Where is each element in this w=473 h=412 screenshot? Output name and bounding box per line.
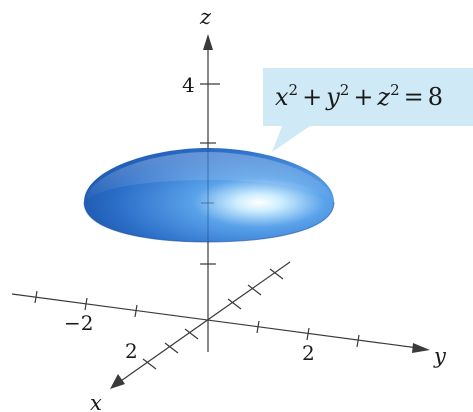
x-tick bbox=[227, 298, 242, 310]
x-tick bbox=[247, 284, 262, 296]
eq-x: x bbox=[275, 83, 289, 111]
x-tick bbox=[184, 328, 199, 340]
y-tick-label-neg2: −2 bbox=[64, 311, 93, 335]
axis-arrowheads bbox=[110, 34, 430, 389]
sphere-cap-surface bbox=[83, 148, 335, 243]
eq-plus-1: + bbox=[302, 83, 322, 111]
x-tick-label-2: 2 bbox=[125, 339, 138, 363]
y-tick bbox=[134, 304, 138, 318]
y-axis-label: y bbox=[433, 344, 447, 368]
eq-rhs: 8 bbox=[428, 83, 443, 111]
tick-marks bbox=[34, 83, 360, 370]
x-tick bbox=[269, 268, 284, 280]
eq-z: z bbox=[376, 83, 390, 111]
y-axis bbox=[11, 293, 419, 349]
eq-exp-z: 2 bbox=[390, 81, 400, 99]
eq-plus-2: + bbox=[353, 83, 373, 111]
y-arrowhead bbox=[412, 343, 430, 353]
eq-exp-y: 2 bbox=[340, 81, 350, 99]
cap-rim-highlight bbox=[86, 152, 332, 202]
x-arrowhead bbox=[110, 374, 125, 389]
eq-equals: = bbox=[404, 83, 424, 111]
y-tick-label-2: 2 bbox=[302, 341, 315, 365]
y-tick bbox=[256, 320, 260, 334]
y-tick-neg2 bbox=[84, 297, 88, 311]
equation-text: x2+y2+z2=8 bbox=[275, 81, 443, 111]
eq-exp-x: 2 bbox=[289, 81, 299, 99]
z-axis-label: z bbox=[199, 5, 212, 29]
z-tick-label-4: 4 bbox=[182, 73, 195, 97]
y-tick-2 bbox=[306, 327, 310, 341]
callout-box bbox=[263, 68, 473, 152]
x-axis bbox=[117, 261, 291, 384]
x-tick bbox=[142, 358, 157, 370]
x-axis-label: x bbox=[90, 391, 102, 412]
y-tick bbox=[34, 290, 38, 304]
x-tick-2 bbox=[164, 342, 179, 354]
eq-y: y bbox=[325, 83, 340, 111]
y-tick bbox=[356, 334, 360, 348]
z-arrowhead bbox=[203, 34, 213, 50]
equation-callout bbox=[263, 68, 473, 152]
